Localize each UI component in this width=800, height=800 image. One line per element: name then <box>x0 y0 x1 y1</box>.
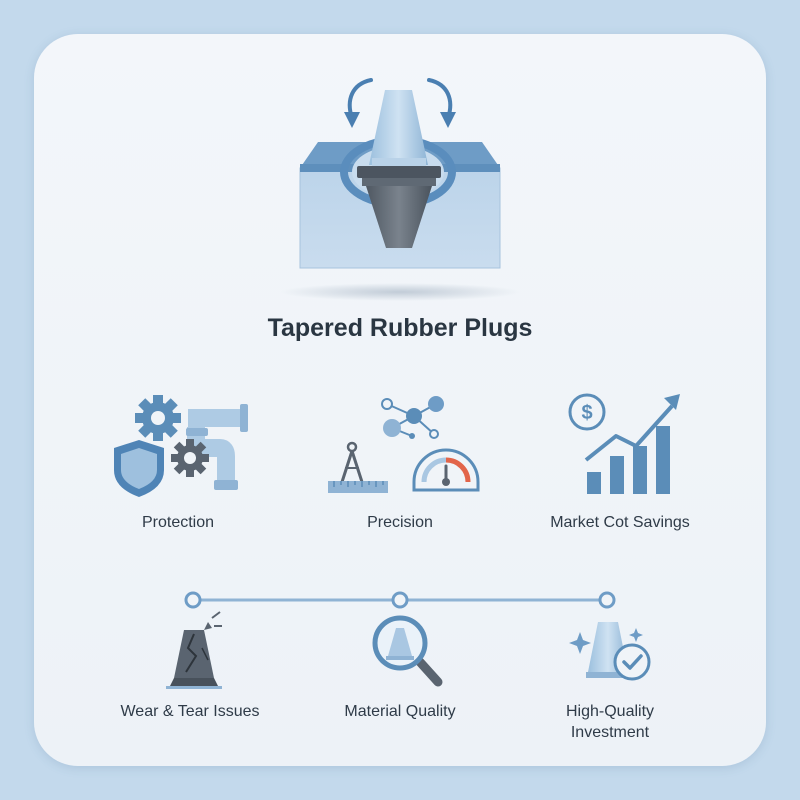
compass-gauge-icon <box>328 396 480 493</box>
timeline <box>184 591 616 609</box>
feature-label-protection: Protection <box>141 514 215 531</box>
timeline-label-material: Material Quality <box>344 703 456 720</box>
plug-checkmark-icon <box>569 622 651 681</box>
cracked-plug-icon <box>166 611 222 689</box>
shield-gears-pipe-icon <box>114 395 248 497</box>
timeline-node <box>391 591 409 609</box>
timeline-label-investment: High-Quality Investment <box>565 703 655 741</box>
hero-plug-illustration <box>280 78 520 301</box>
dollar-growth-chart-icon: $ <box>568 393 680 494</box>
feature-label-savings: Market Cot Savings <box>550 514 690 531</box>
feature-label-precision: Precision <box>367 514 433 531</box>
timeline-node <box>184 591 202 609</box>
magnifier-plug-icon <box>372 615 443 687</box>
timeline-label-wear: Wear & Tear Issues <box>120 703 260 720</box>
svg-text:$: $ <box>581 402 592 424</box>
page-title: Tapered Rubber Plugs <box>267 314 533 342</box>
timeline-node <box>598 591 616 609</box>
